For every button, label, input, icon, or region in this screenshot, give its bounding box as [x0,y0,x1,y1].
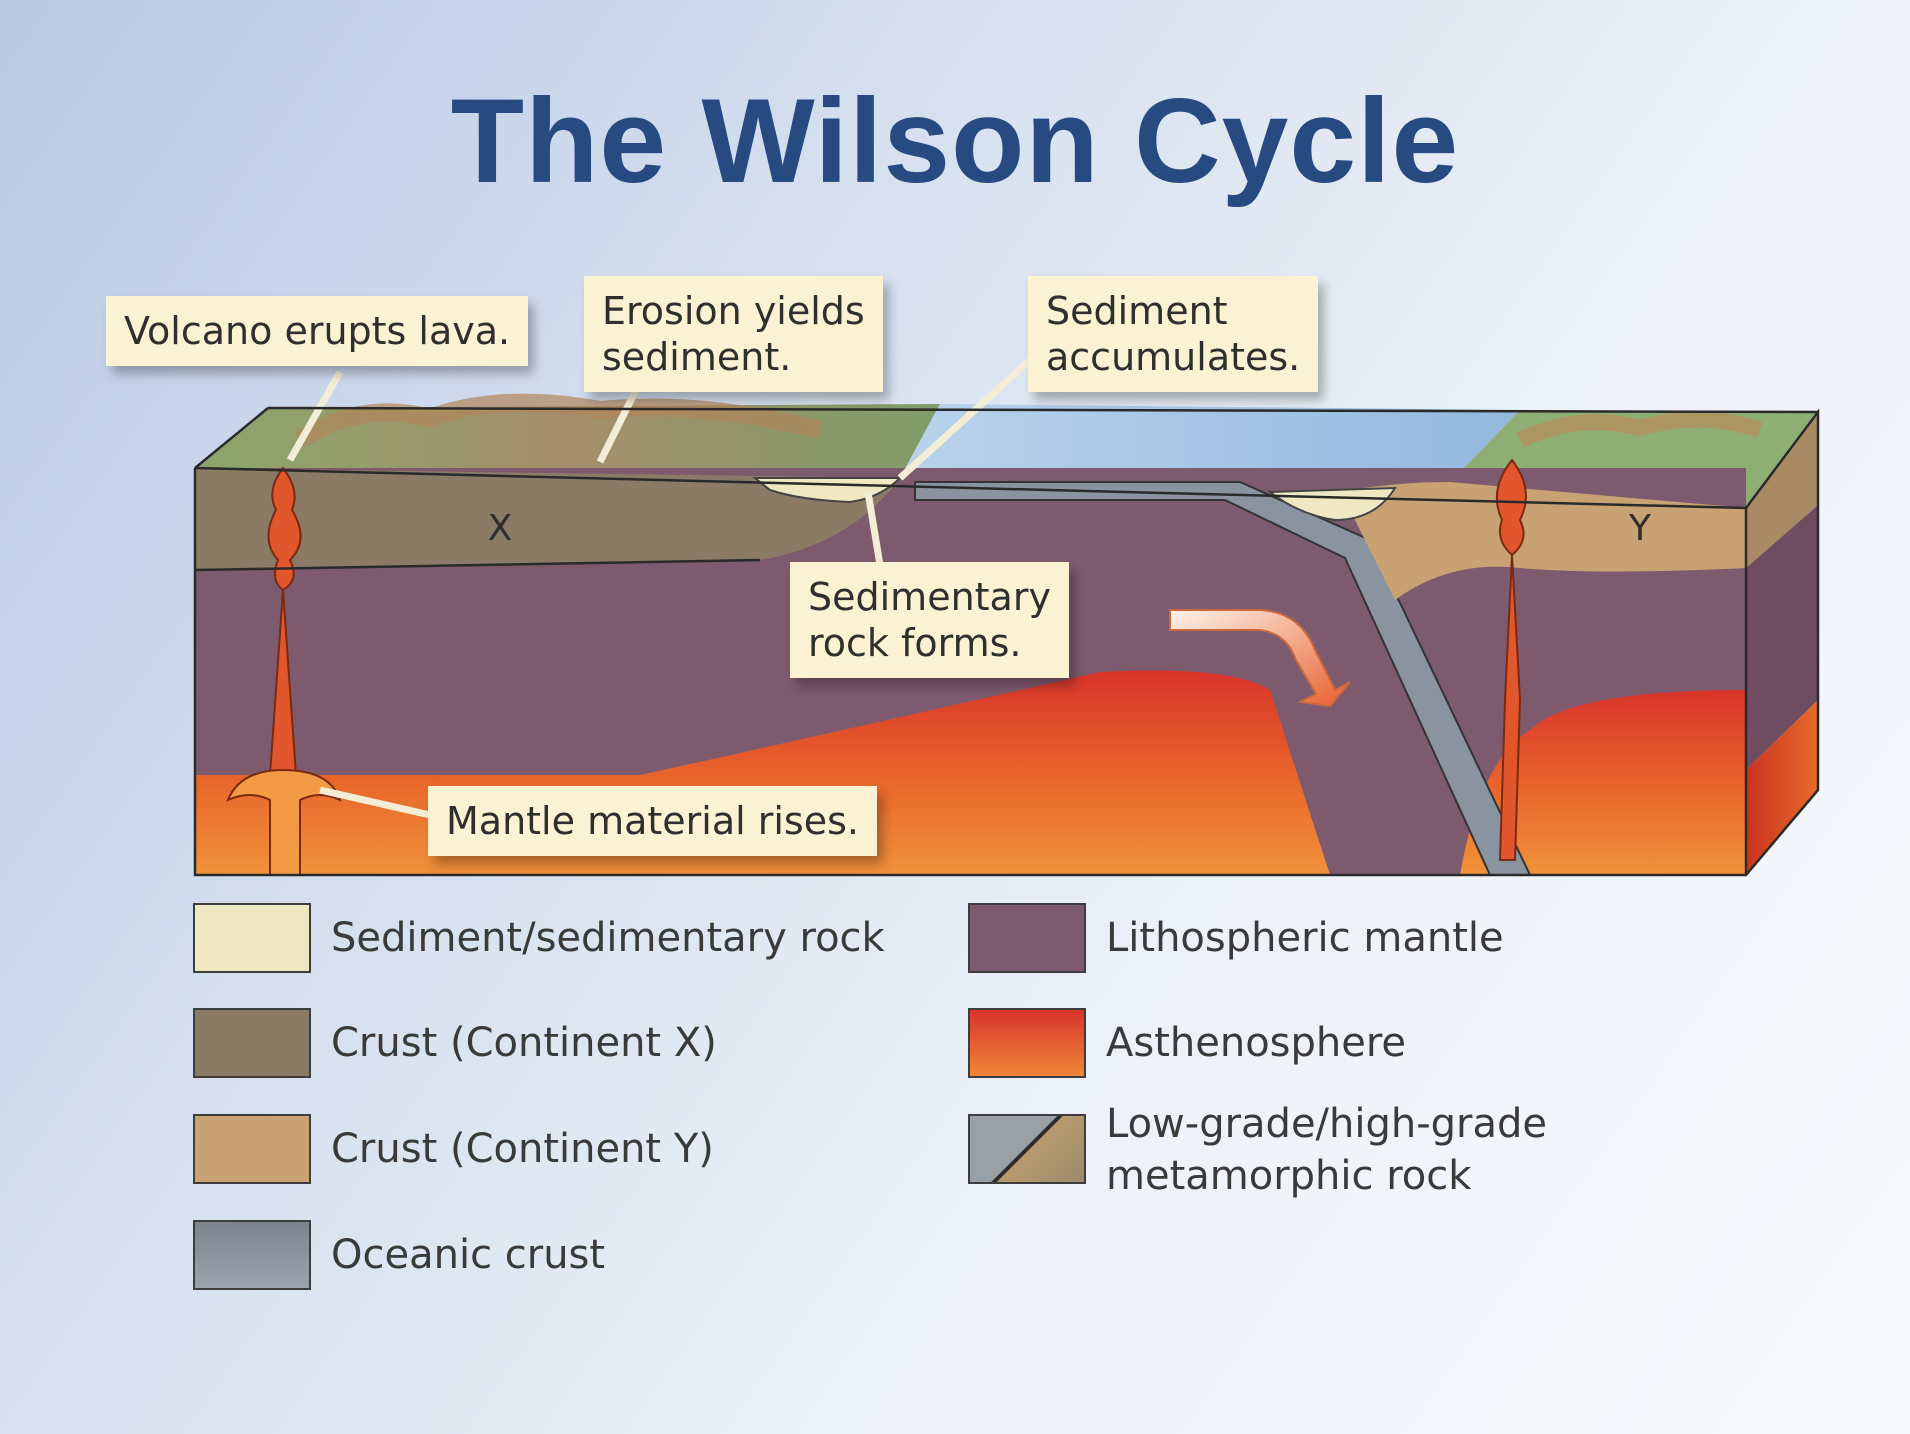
legend-swatch-metamorphic [968,1114,1086,1184]
callout-volcano-text: Volcano erupts lava. [124,309,511,353]
legend-label-asthenosphere: Asthenosphere [1106,1020,1407,1066]
callout-sediment-accumulates-line2: accumulates. [1046,335,1301,379]
continent-y-label: Y [1628,508,1652,549]
legend-swatch-crust-y [193,1114,311,1184]
continent-x-label: X [488,508,513,549]
legend-swatch-oceanic-crust [193,1220,311,1290]
callout-mantle-text: Mantle material rises. [446,799,859,843]
continent-y-crust [1350,482,1746,600]
legend-swatch-lithospheric-mantle [968,903,1086,973]
callout-erosion-line1: Erosion yields [602,289,865,333]
legend-swatch-crust-x [193,1008,311,1078]
callout-leaders [286,357,1033,819]
legend-swatch-sediment [193,903,311,973]
callout-erosion-line2: sediment. [602,335,792,379]
continent-x-crust [195,468,900,570]
magma-conduit-x [226,466,342,876]
legend-label-crust-y: Crust (Continent Y) [331,1126,714,1172]
callout-sedimentary-rock: Sedimentary rock forms. [790,562,1069,678]
block-side-face [1746,412,1818,875]
callout-sediment-accumulates: Sediment accumulates. [1028,276,1319,392]
legend-label-sediment: Sediment/sedimentary rock [331,915,885,961]
legend-label-metamorphic-line2: metamorphic rock [1106,1153,1472,1199]
callout-mantle: Mantle material rises. [428,786,877,856]
legend-label-lithospheric-mantle: Lithospheric mantle [1106,915,1504,961]
legend-swatch-asthenosphere [968,1008,1086,1078]
page-title: The Wilson Cycle [450,74,1460,208]
legend-label-crust-x: Crust (Continent X) [331,1020,717,1066]
asthenosphere-right [1460,690,1746,875]
callout-sediment-accumulates-line1: Sediment [1046,289,1228,333]
legend-label-metamorphic-line1: Low-grade/high-grade [1106,1101,1548,1147]
subduction-arrow [1169,609,1351,708]
callout-erosion: Erosion yields sediment. [584,276,883,392]
legend-label-oceanic-crust: Oceanic crust [331,1232,606,1278]
block-outline [193,406,1820,877]
callout-sedimentary-rock-line1: Sedimentary [808,575,1051,619]
callout-volcano: Volcano erupts lava. [106,296,529,366]
callout-sedimentary-rock-line2: rock forms. [808,621,1022,665]
magma-conduit-y [1495,458,1527,861]
legend-label-metamorphic: Low-grade/high-grade metamorphic rock [1106,1098,1547,1202]
